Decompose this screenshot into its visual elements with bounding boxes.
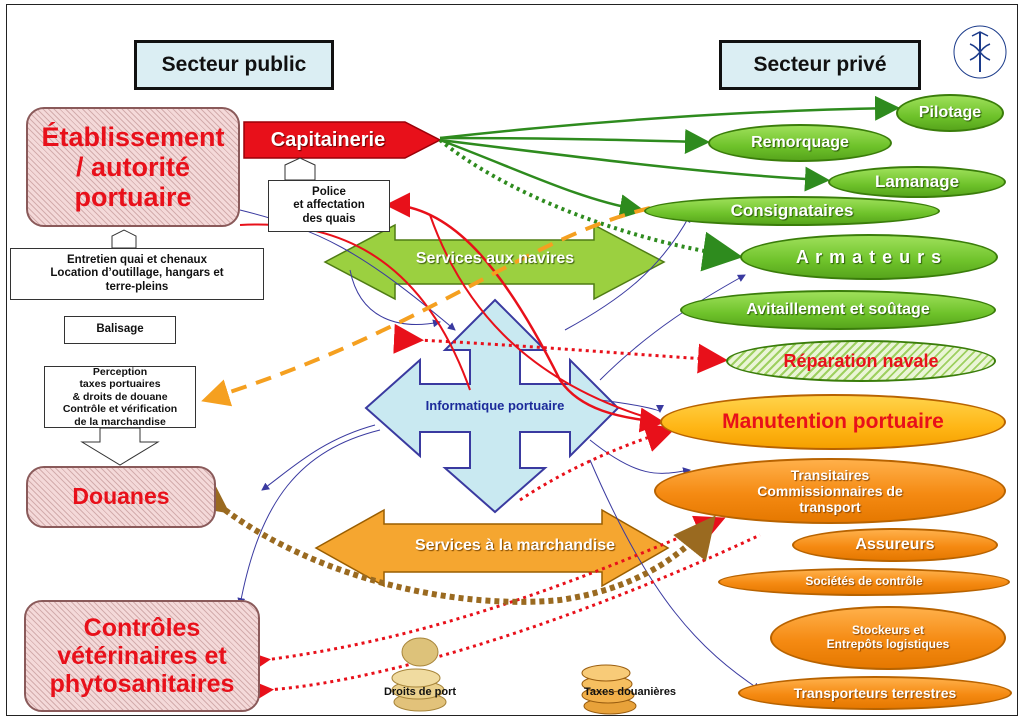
perception-note: Perception taxes portuaires & droits de … xyxy=(44,366,196,428)
maintenance-line-3: terre-pleins xyxy=(105,280,169,293)
police-line-3: des quais xyxy=(302,212,356,225)
union-maritime-logo xyxy=(950,22,1010,82)
balisage-note: Balisage xyxy=(64,316,176,344)
consignataires-ellipse: Consignataires xyxy=(644,196,940,226)
assureurs-ellipse: Assureurs xyxy=(792,528,998,562)
vet-controls-line-3: phytosanitaires xyxy=(49,670,235,698)
manutention-ellipse: Manutention portuaire xyxy=(660,394,1006,450)
societes-controle-ellipse: Sociétés de contrôle xyxy=(718,568,1010,596)
remorquage-ellipse: Remorquage xyxy=(708,124,892,162)
customs-taxes-label: Taxes douanières xyxy=(583,686,677,698)
perception-line-1: Perception xyxy=(92,366,148,379)
lamanage-ellipse: Lamanage xyxy=(828,166,1006,198)
perception-line-2: taxes portuaires xyxy=(79,378,161,391)
stockeurs-ellipse: Stockeurs et Entrepôts logistiques xyxy=(770,606,1006,670)
services-goods-label: Services à la marchandise xyxy=(414,537,616,554)
perception-line-3: & droits de douane xyxy=(72,390,168,403)
transitaires-ellipse: Transitaires Commissionnaires de transpo… xyxy=(654,458,1006,524)
port-authority-box: Établissement / autorité portuaire xyxy=(26,107,240,227)
police-note: Police et affectation des quais xyxy=(268,180,390,232)
vet-controls-line-1: Contrôles xyxy=(83,614,201,642)
capitainerie-shape xyxy=(243,121,442,159)
customs-taxes-coins-icon xyxy=(581,664,637,715)
port-dues-coins-icon xyxy=(391,637,447,712)
port-authority-line-3: portuaire xyxy=(74,182,192,213)
armateurs-ellipse: A r m a t e u r s xyxy=(740,234,998,280)
header-public-sector: Secteur public xyxy=(134,40,334,90)
pilotage-ellipse: Pilotage xyxy=(896,94,1004,132)
header-private-sector: Secteur privé xyxy=(719,40,921,90)
vet-controls-line-2: vétérinaires et xyxy=(57,642,227,670)
transitaires-line-2: Commissionnaires de xyxy=(757,482,903,499)
diagram-frame xyxy=(6,4,1018,716)
services-ships-arrow xyxy=(323,223,666,301)
police-line-2: et affectation xyxy=(293,199,365,212)
capitainerie-label: Capitainerie xyxy=(270,128,386,151)
vet-controls-box: Contrôles vétérinaires et phytosanitaire… xyxy=(24,600,260,712)
customs-box: Douanes xyxy=(26,466,216,528)
perception-line-4: Contrôle et vérification xyxy=(62,403,178,416)
perception-line-5: de la marchandise xyxy=(74,415,166,428)
port-authority-line-1: Établissement xyxy=(41,121,225,152)
stockeurs-line-1: Stockeurs et xyxy=(851,623,925,638)
transitaires-line-1: Transitaires xyxy=(790,466,870,483)
maintenance-note: Entretien quai et chenaux Location d’out… xyxy=(10,248,264,300)
transporteurs-ellipse: Transporteurs terrestres xyxy=(738,676,1012,710)
services-ships-label: Services aux navires xyxy=(415,250,575,267)
transitaires-line-3: transport xyxy=(799,499,861,516)
port-authority-line-2: / autorité xyxy=(75,151,190,182)
maintenance-line-1: Entretien quai et chenaux xyxy=(67,253,207,266)
police-line-1: Police xyxy=(312,185,346,198)
reparation-ellipse: Réparation navale xyxy=(726,340,996,382)
stockeurs-line-2: Entrepôts logistiques xyxy=(826,637,950,651)
it-label: Informatique portuaire xyxy=(425,398,565,413)
maintenance-line-2: Location d’outillage, hangars et xyxy=(50,267,224,280)
avitaillement-ellipse: Avitaillement et soûtage xyxy=(680,290,996,330)
port-dues-label: Droits de port xyxy=(383,686,457,698)
